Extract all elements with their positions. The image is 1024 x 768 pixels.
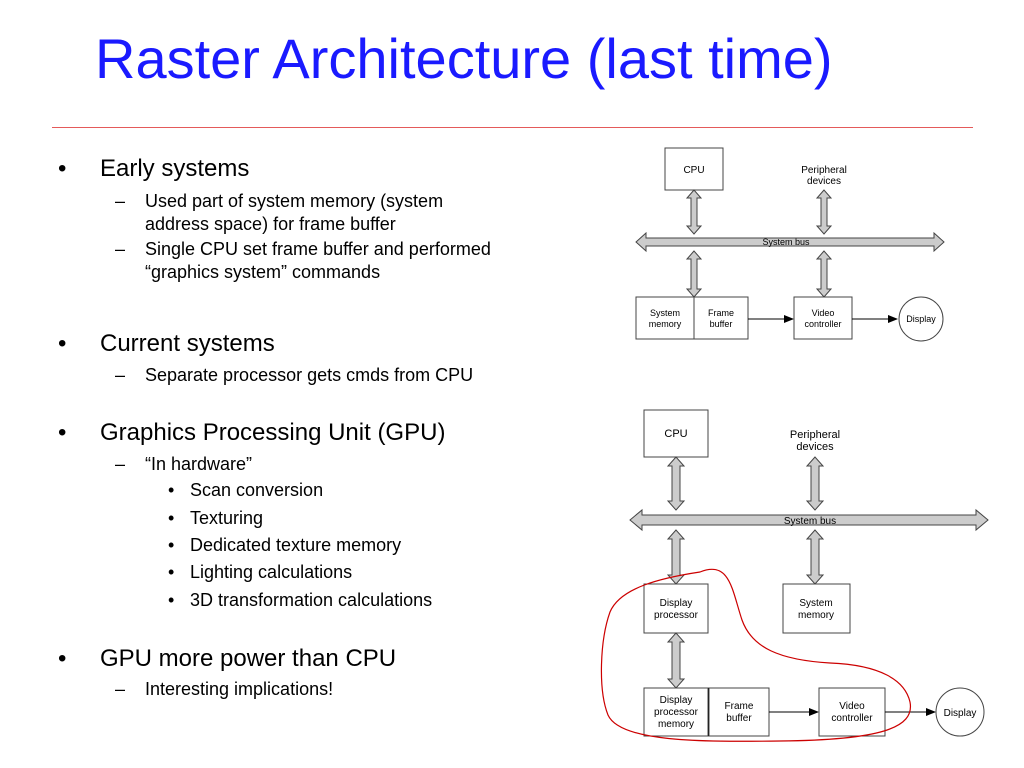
red-annotation-outline: [600, 568, 912, 742]
bullet-label: Graphics Processing Unit (GPU): [100, 419, 446, 446]
frame-buffer-box: [708, 687, 770, 737]
sub-sub-bullet-text: Scan conversion: [190, 480, 324, 500]
dp-memory-label: processor: [654, 707, 699, 718]
system-memory-label: System: [650, 308, 680, 318]
bullet-label: GPU more power than CPU: [100, 645, 397, 672]
system-bus: [629, 508, 989, 532]
frame-buffer-label: Frame: [725, 701, 754, 712]
video-controller-label: controller: [831, 713, 873, 724]
cpu-bus-arrow: [666, 456, 686, 511]
display-label: Display: [906, 314, 936, 324]
display-circle: [935, 687, 985, 737]
system-bus-label: System bus: [762, 237, 810, 247]
sub-sub-bullet-text: Lighting calculations: [190, 562, 353, 582]
bullet-dot: •: [58, 645, 67, 672]
dp-memory-label: memory: [658, 719, 694, 730]
display-processor-label: processor: [654, 610, 699, 621]
diagram-early-raster: CPU Peripheral devices System bus System…: [635, 147, 945, 342]
system-bus: [635, 231, 945, 253]
system-memory-box: [782, 583, 851, 634]
bullet-label: Current systems: [100, 330, 275, 357]
bullet-dot: •: [58, 419, 67, 446]
sub-bullet-dash: –: [115, 239, 126, 259]
frame-buffer-box: [693, 296, 749, 340]
bus-memory-arrow: [685, 250, 703, 298]
bullet-dot: •: [168, 590, 175, 610]
sub-bullet-line: Used part of system memory (system: [145, 191, 444, 211]
dp-memory-label: Display: [660, 695, 693, 706]
title-divider: [52, 127, 973, 128]
cpu-box: [643, 409, 709, 458]
bullet-dot: •: [168, 562, 175, 582]
bullet-dot: •: [168, 480, 175, 500]
system-memory-label: System: [799, 598, 832, 609]
bus-video-arrow: [815, 250, 833, 298]
peripheral-label: Peripheral: [801, 165, 847, 176]
sub-bullet-line: Interesting implications!: [145, 679, 334, 699]
sub-bullet-dash: –: [115, 454, 126, 474]
system-memory-label: memory: [649, 319, 682, 329]
peripheral-label: devices: [796, 441, 834, 453]
bullet-list: • Early systems – Used part of system me…: [58, 155, 491, 699]
sub-bullet-line: “graphics system” commands: [145, 262, 381, 282]
sub-bullet-dash: –: [115, 365, 126, 385]
sub-bullet-dash: –: [115, 191, 126, 211]
system-bus-label: System bus: [784, 516, 836, 527]
bullet-dot: •: [168, 508, 175, 528]
diagram-gpu-raster: CPU Peripheral devices System bus Displa…: [600, 409, 989, 742]
video-controller-label: Video: [812, 308, 835, 318]
peripheral-bus-arrow: [805, 456, 825, 511]
peripheral-bus-arrow: [815, 189, 833, 235]
cpu-label: CPU: [664, 428, 687, 440]
bus-sysmem-arrow: [805, 529, 825, 585]
sub-bullet-line: Single CPU set frame buffer and performe…: [145, 239, 491, 259]
peripheral-label: Peripheral: [790, 429, 840, 441]
display-label: Display: [944, 708, 977, 719]
bullet-dot: •: [58, 155, 67, 182]
sub-sub-bullet-text: Texturing: [190, 508, 264, 528]
sub-bullet-line: “In hardware”: [145, 454, 253, 474]
bullet-label: Early systems: [100, 155, 250, 182]
bullet-dot: •: [168, 535, 175, 555]
sub-bullet-line: Separate processor gets cmds from CPU: [145, 365, 474, 385]
peripheral-label: devices: [807, 176, 841, 187]
sub-bullet-dash: –: [115, 679, 126, 699]
video-controller-box: [818, 687, 886, 737]
sub-sub-bullet-text: 3D transformation calculations: [190, 590, 433, 610]
display-processor-box: [643, 583, 709, 634]
frame-buffer-label: buffer: [726, 713, 752, 724]
system-memory-box: [635, 296, 695, 340]
display-circle: [898, 296, 944, 342]
cpu-label: CPU: [683, 165, 704, 176]
cpu-box: [664, 147, 724, 191]
video-controller-label: Video: [839, 701, 865, 712]
frame-buffer-label: buffer: [710, 319, 733, 329]
displayproc-memory-arrow: [666, 632, 686, 689]
video-controller-box: [793, 296, 853, 340]
frame-buffer-label: Frame: [708, 308, 734, 318]
bullet-dot: •: [58, 330, 67, 357]
display-processor-label: Display: [660, 598, 693, 609]
system-memory-label: memory: [798, 610, 834, 621]
sub-bullet-line: address space) for frame buffer: [145, 214, 396, 234]
slide-title: Raster Architecture (last time): [95, 27, 833, 90]
sub-sub-bullet-text: Dedicated texture memory: [190, 535, 402, 555]
video-controller-label: controller: [804, 319, 841, 329]
cpu-bus-arrow: [685, 189, 703, 235]
